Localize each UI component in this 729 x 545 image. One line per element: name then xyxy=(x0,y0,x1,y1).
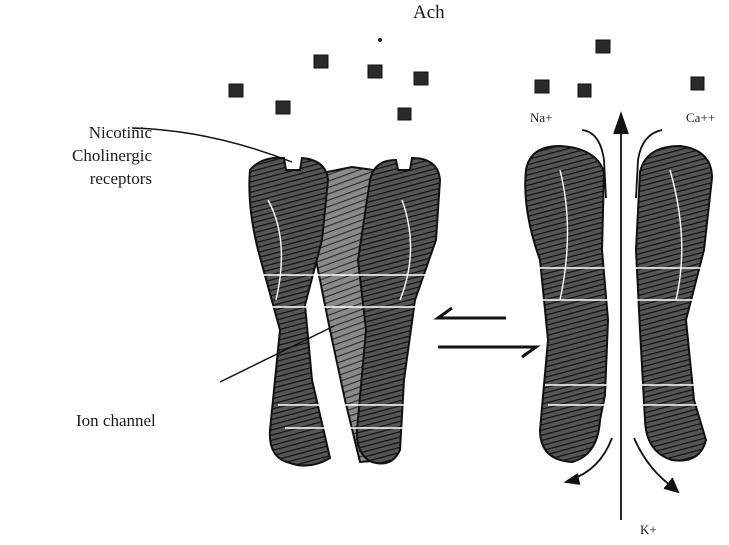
na-label: Na+ xyxy=(530,110,553,126)
ach-molecule xyxy=(398,108,411,120)
ach-molecule xyxy=(535,80,549,93)
ach-molecule xyxy=(578,84,591,97)
receptor-label-line1: Nicotinic xyxy=(52,121,152,144)
closed-channel xyxy=(249,158,440,466)
ach-molecules xyxy=(229,39,704,121)
closed-subunit-left xyxy=(249,158,330,466)
closed-subunit-right xyxy=(357,158,440,464)
receptor-label-line2: Cholinergic xyxy=(52,144,152,167)
ca-label: Ca++ xyxy=(686,110,715,126)
receptor-label: Nicotinic Cholinergic receptors xyxy=(52,121,152,190)
open-channel xyxy=(525,146,712,462)
receptor-label-line3: receptors xyxy=(52,167,152,190)
ach-molecule xyxy=(276,101,290,114)
ion-channel-label: Ion channel xyxy=(76,411,156,431)
receptor-leader-line xyxy=(132,128,292,162)
ach-label: Ach xyxy=(413,2,445,24)
open-subunit-right xyxy=(636,146,712,461)
ach-molecule xyxy=(229,84,243,97)
k-label: K+ xyxy=(640,522,657,538)
equilibrium-arrows xyxy=(438,308,536,357)
ach-molecule xyxy=(314,55,328,68)
ach-molecule xyxy=(596,40,610,53)
open-subunit-left xyxy=(525,146,608,462)
ach-molecule xyxy=(368,65,382,78)
ach-molecule xyxy=(691,77,704,90)
ach-molecule xyxy=(414,72,428,85)
ach-dot xyxy=(379,39,382,42)
